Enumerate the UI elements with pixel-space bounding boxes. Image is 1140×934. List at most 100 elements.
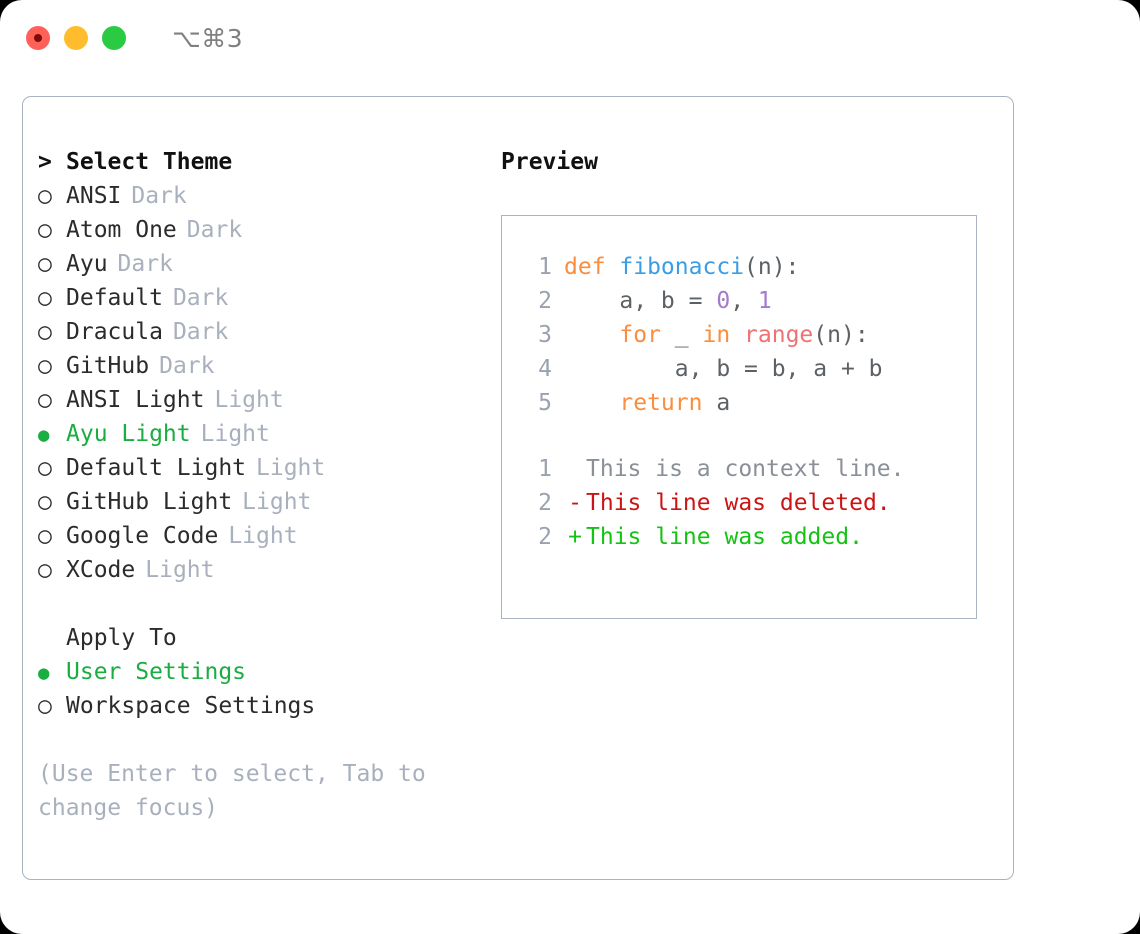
line-number: 2 — [538, 524, 552, 550]
radio-unselected-icon[interactable]: ○ — [38, 183, 52, 209]
radio-unselected-icon[interactable]: ○ — [38, 353, 52, 379]
code-token-kw: return — [619, 390, 703, 416]
prompt-caret-icon: > — [38, 149, 52, 175]
theme-name: Default — [66, 285, 163, 311]
theme-kind-tag: Light — [214, 387, 284, 413]
theme-name: Ayu Light — [66, 421, 191, 447]
radio-unselected-icon[interactable]: ○ — [38, 557, 52, 583]
code-token-num: 0 — [716, 288, 731, 314]
diff-text: This line was deleted. — [586, 490, 891, 516]
theme-list-item[interactable]: ○ ANSI Dark — [38, 179, 493, 213]
code-token-call: range — [744, 322, 814, 348]
radio-unselected-icon[interactable]: ○ — [38, 319, 52, 345]
radio-unselected-icon[interactable]: ○ — [38, 489, 52, 515]
radio-unselected-icon[interactable]: ○ — [38, 285, 52, 311]
apply-to-list: ●User Settings○Workspace Settings — [38, 655, 493, 723]
code-token-plain — [564, 322, 619, 348]
theme-kind-tag: Light — [145, 557, 215, 583]
radio-selected-icon[interactable]: ● — [38, 424, 50, 446]
code-text: return a — [564, 390, 730, 416]
theme-kind-tag: Dark — [172, 285, 229, 311]
code-text: def fibonacci(n): — [564, 254, 799, 280]
minimize-button[interactable] — [64, 26, 88, 50]
theme-list-item[interactable]: ○ Atom One Dark — [38, 213, 493, 247]
radio-selected-icon[interactable]: ● — [38, 662, 50, 684]
title-bar: ⌥⌘3 — [0, 0, 1140, 76]
select-theme-header: > Select Theme — [38, 145, 493, 179]
list-spacer — [38, 587, 493, 621]
code-token-num: 1 — [757, 288, 772, 314]
theme-kind-tag: Light — [256, 455, 326, 481]
section-title: Select Theme — [66, 149, 233, 175]
apply-to-header: Apply To — [38, 621, 493, 655]
code-token-plain: a, b = — [564, 288, 717, 314]
diff-sign — [564, 456, 586, 482]
theme-name: XCode — [66, 557, 136, 583]
radio-unselected-icon[interactable]: ○ — [38, 217, 52, 243]
radio-unselected-icon[interactable]: ○ — [38, 455, 52, 481]
code-line: 4 a, b = b, a + b — [502, 356, 976, 390]
code-token-plain: a, b = b, a + b — [564, 356, 883, 382]
theme-kind-tag: Dark — [186, 217, 243, 243]
apply-to-title: Apply To — [66, 625, 177, 651]
radio-unselected-icon[interactable]: ○ — [38, 523, 52, 549]
diff-line: 2- This line was deleted. — [502, 490, 976, 524]
theme-list-item[interactable]: ○ Default Light Light — [38, 451, 493, 485]
diff-text: This is a context line. — [586, 456, 905, 482]
theme-name: Default Light — [66, 455, 247, 481]
radio-unselected-icon[interactable]: ○ — [38, 251, 52, 277]
code-token-plain: a — [702, 390, 731, 416]
code-token-plain: (n): — [744, 254, 800, 280]
code-token-plain: , — [730, 288, 758, 314]
theme-name: ANSI — [66, 183, 122, 209]
theme-list-item[interactable]: ● Ayu Light Light — [38, 417, 493, 451]
code-token-kw: for — [619, 322, 661, 348]
diff-line: 2 + This line was added. — [502, 524, 976, 558]
code-token-kw: def — [564, 254, 620, 280]
diff-text: This line was added. — [586, 524, 863, 550]
code-token-plain — [564, 390, 619, 416]
theme-kind-tag: Light — [242, 489, 312, 515]
close-button[interactable] — [26, 26, 50, 50]
diff-sign: - — [568, 490, 582, 516]
apply-to-item[interactable]: ●User Settings — [38, 655, 493, 689]
line-number: 2 — [538, 490, 552, 516]
radio-unselected-icon[interactable]: ○ — [38, 387, 52, 413]
theme-kind-tag: Dark — [131, 183, 187, 209]
code-token-plain: _ — [660, 322, 703, 348]
line-number: 4 — [538, 356, 552, 382]
theme-list-item[interactable]: ○ ANSI Light Light — [38, 383, 493, 417]
theme-name: GitHub — [66, 353, 150, 379]
theme-kind-tag: Light — [200, 421, 270, 447]
theme-list-item[interactable]: ○ GitHub Light Light — [38, 485, 493, 519]
code-text: a, b = b, a + b — [564, 356, 883, 382]
code-token-kw: in — [702, 322, 731, 348]
line-number: 1 — [538, 456, 552, 482]
theme-list-item[interactable]: ○ Default Dark — [38, 281, 493, 315]
theme-list-item[interactable]: ○ XCode Light — [38, 553, 493, 587]
maximize-button[interactable] — [102, 26, 126, 50]
apply-to-item[interactable]: ○Workspace Settings — [38, 689, 493, 723]
preview-spacer — [502, 424, 976, 456]
code-line: 2 a, b = 0, 1 — [502, 288, 976, 322]
diff-line: 1 This is a context line. — [502, 456, 976, 490]
theme-name: ANSI Light — [66, 387, 205, 413]
theme-kind-tag: Dark — [172, 319, 229, 345]
code-token-plain — [730, 322, 744, 348]
diff-sign: + — [568, 524, 582, 550]
theme-name: Atom One — [66, 217, 177, 243]
diff-sample: 1 This is a context line.2- This line wa… — [502, 456, 976, 558]
theme-name: GitHub Light — [66, 489, 233, 515]
radio-unselected-icon[interactable]: ○ — [38, 693, 52, 719]
line-number: 2 — [538, 288, 552, 314]
